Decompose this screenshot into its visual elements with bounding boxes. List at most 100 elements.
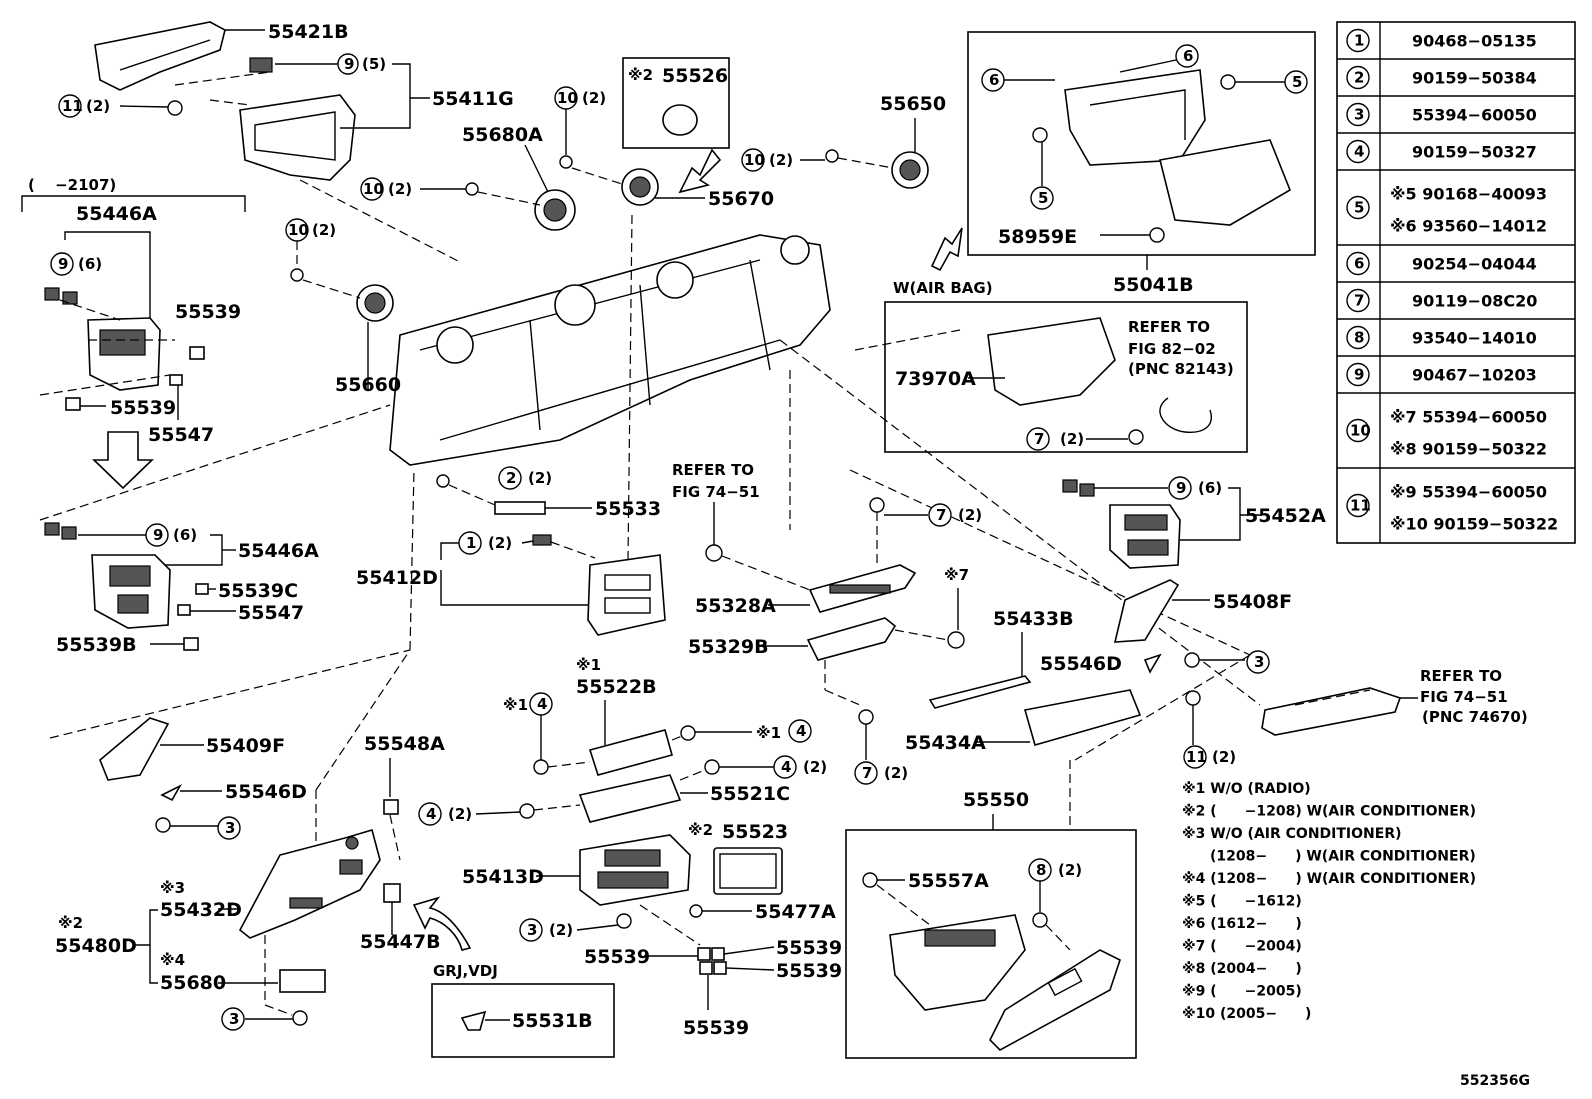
svg-text:(2): (2) bbox=[769, 151, 793, 169]
label-55533: 55533 bbox=[595, 498, 661, 520]
table-part-number: 90467−10203 bbox=[1412, 366, 1537, 385]
svg-text:3: 3 bbox=[1254, 653, 1264, 671]
svg-text:(PNC 82143): (PNC 82143) bbox=[1128, 360, 1234, 378]
callout-11-icon bbox=[58, 94, 82, 118]
note-line: ※2 ( −1208) W(AIR CONDITIONER) bbox=[1182, 804, 1476, 820]
svg-text:5: 5 bbox=[1292, 73, 1302, 91]
label-73970A: 73970A bbox=[895, 368, 976, 390]
glove-box-door-upper bbox=[1159, 139, 1291, 226]
svg-text:11: 11 bbox=[62, 97, 83, 115]
inset-box-55526 bbox=[622, 57, 730, 149]
svg-text:7: 7 bbox=[1034, 430, 1044, 448]
note-line: (1208− ) W(AIR CONDITIONER) bbox=[1182, 849, 1476, 865]
svg-text:REFER TO: REFER TO bbox=[1420, 667, 1502, 685]
table-part-number: 93540−14010 bbox=[1412, 329, 1537, 348]
label-grj-vdj: GRJ,VDJ bbox=[433, 962, 498, 980]
cover-55409F bbox=[99, 717, 170, 781]
svg-text:(2): (2) bbox=[549, 921, 573, 939]
svg-text:10: 10 bbox=[557, 89, 578, 107]
audio-panel-55413D bbox=[579, 834, 691, 906]
table-part-number: 90159−50384 bbox=[1412, 69, 1537, 88]
table-part-number: 90159−50327 bbox=[1412, 143, 1537, 162]
table-ref: 9 bbox=[1354, 366, 1364, 384]
svg-text:(6): (6) bbox=[78, 255, 102, 273]
lower-cluster-55432D bbox=[238, 828, 381, 939]
note-line: ※1 W/O (RADIO) bbox=[1182, 781, 1311, 797]
label-55539-a: 55539 bbox=[175, 301, 241, 323]
box-55522B bbox=[588, 729, 673, 776]
label-55539B: 55539B bbox=[56, 634, 137, 656]
table-callout-2-icon bbox=[1346, 65, 1370, 90]
svg-text:7: 7 bbox=[862, 764, 872, 782]
table-part-number: 90254−04044 bbox=[1412, 255, 1537, 274]
note-line: ※7 ( −2004) bbox=[1182, 939, 1302, 955]
note-line: ※6 (1612− ) bbox=[1182, 916, 1302, 932]
table-part-number: 90468−05135 bbox=[1412, 32, 1537, 51]
label-55680: 55680 bbox=[160, 972, 226, 994]
label-55523: 55523 bbox=[722, 821, 788, 843]
note-line: ※5 ( −1612) bbox=[1182, 894, 1302, 910]
note-line: ※9 ( −2005) bbox=[1182, 984, 1302, 1000]
svg-text:4: 4 bbox=[426, 805, 436, 823]
switch-base-part-lower bbox=[91, 554, 171, 629]
label-55539-e: 55539 bbox=[584, 946, 650, 968]
label-55650: 55650 bbox=[880, 93, 946, 115]
svg-text:2: 2 bbox=[506, 469, 516, 487]
svg-text:FIG 74−51: FIG 74−51 bbox=[1420, 688, 1508, 706]
svg-text:3: 3 bbox=[527, 921, 537, 939]
glove-box-housing bbox=[1064, 69, 1206, 166]
svg-text:(6): (6) bbox=[173, 526, 197, 544]
table-callout-11-icon bbox=[1346, 493, 1370, 518]
lower-panel-55434A bbox=[1023, 689, 1142, 746]
label-55411G: 55411G bbox=[432, 88, 514, 110]
svg-text:(2): (2) bbox=[388, 180, 412, 198]
table-callout-8-icon bbox=[1346, 325, 1370, 350]
svg-text:11: 11 bbox=[1186, 748, 1207, 766]
svg-text:※2: ※2 bbox=[688, 821, 713, 839]
note-line: ※10 (2005− ) bbox=[1182, 1006, 1311, 1022]
svg-text:※2: ※2 bbox=[628, 66, 653, 84]
table-part-number: ※7 55394−60050 bbox=[1390, 408, 1547, 427]
label-55477A: 55477A bbox=[755, 901, 836, 923]
svg-text:7: 7 bbox=[936, 506, 946, 524]
svg-text:(2): (2) bbox=[528, 469, 552, 487]
label-55041B: 55041B bbox=[1113, 274, 1194, 296]
table-ref: 6 bbox=[1354, 255, 1364, 273]
inset-box-73970A bbox=[884, 301, 1248, 453]
table-ref: 11 bbox=[1350, 497, 1371, 515]
svg-text:10: 10 bbox=[288, 221, 309, 239]
svg-text:(5): (5) bbox=[362, 55, 386, 73]
table-part-number: ※5 90168−40093 bbox=[1390, 185, 1547, 204]
label-55550: 55550 bbox=[963, 789, 1029, 811]
inset-box-55041B bbox=[967, 31, 1316, 256]
diagram-code: 552356G bbox=[1460, 1073, 1530, 1089]
table-part-number: 90119−08C20 bbox=[1412, 292, 1537, 311]
note-line: ※4 (1208− ) W(AIR CONDITIONER) bbox=[1182, 871, 1476, 887]
svg-text:(2): (2) bbox=[582, 89, 606, 107]
svg-text:9: 9 bbox=[344, 55, 354, 73]
label-55480D: 55480D bbox=[55, 935, 137, 957]
label-55660: 55660 bbox=[335, 374, 401, 396]
svg-text:※7: ※7 bbox=[944, 566, 969, 584]
label-58959E: 58959E bbox=[998, 226, 1077, 248]
meter-hood-part bbox=[94, 21, 226, 91]
range-note: ( −2107) bbox=[28, 176, 116, 194]
arrow-down-icon bbox=[92, 431, 154, 490]
table-ref: 2 bbox=[1354, 69, 1364, 87]
label-55412D: 55412D bbox=[356, 567, 438, 589]
table-part-number: 55394−60050 bbox=[1412, 106, 1537, 125]
svg-text:(2): (2) bbox=[958, 506, 982, 524]
label-55539-f: 55539 bbox=[683, 1017, 749, 1039]
label-55447B: 55447B bbox=[360, 931, 441, 953]
svg-text:4: 4 bbox=[796, 722, 806, 740]
label-55546D-left: 55546D bbox=[225, 781, 307, 803]
meter-cluster-part bbox=[239, 94, 356, 181]
table-callout-10-icon bbox=[1346, 418, 1370, 443]
svg-text:8: 8 bbox=[1036, 861, 1046, 879]
svg-text:(2): (2) bbox=[803, 758, 827, 776]
svg-text:(6): (6) bbox=[1198, 479, 1222, 497]
table-part-number: ※10 90159−50322 bbox=[1390, 515, 1558, 534]
glove-box-inner bbox=[889, 914, 1026, 1011]
label-55539C: 55539C bbox=[218, 580, 298, 602]
label-55531B: 55531B bbox=[512, 1010, 593, 1032]
